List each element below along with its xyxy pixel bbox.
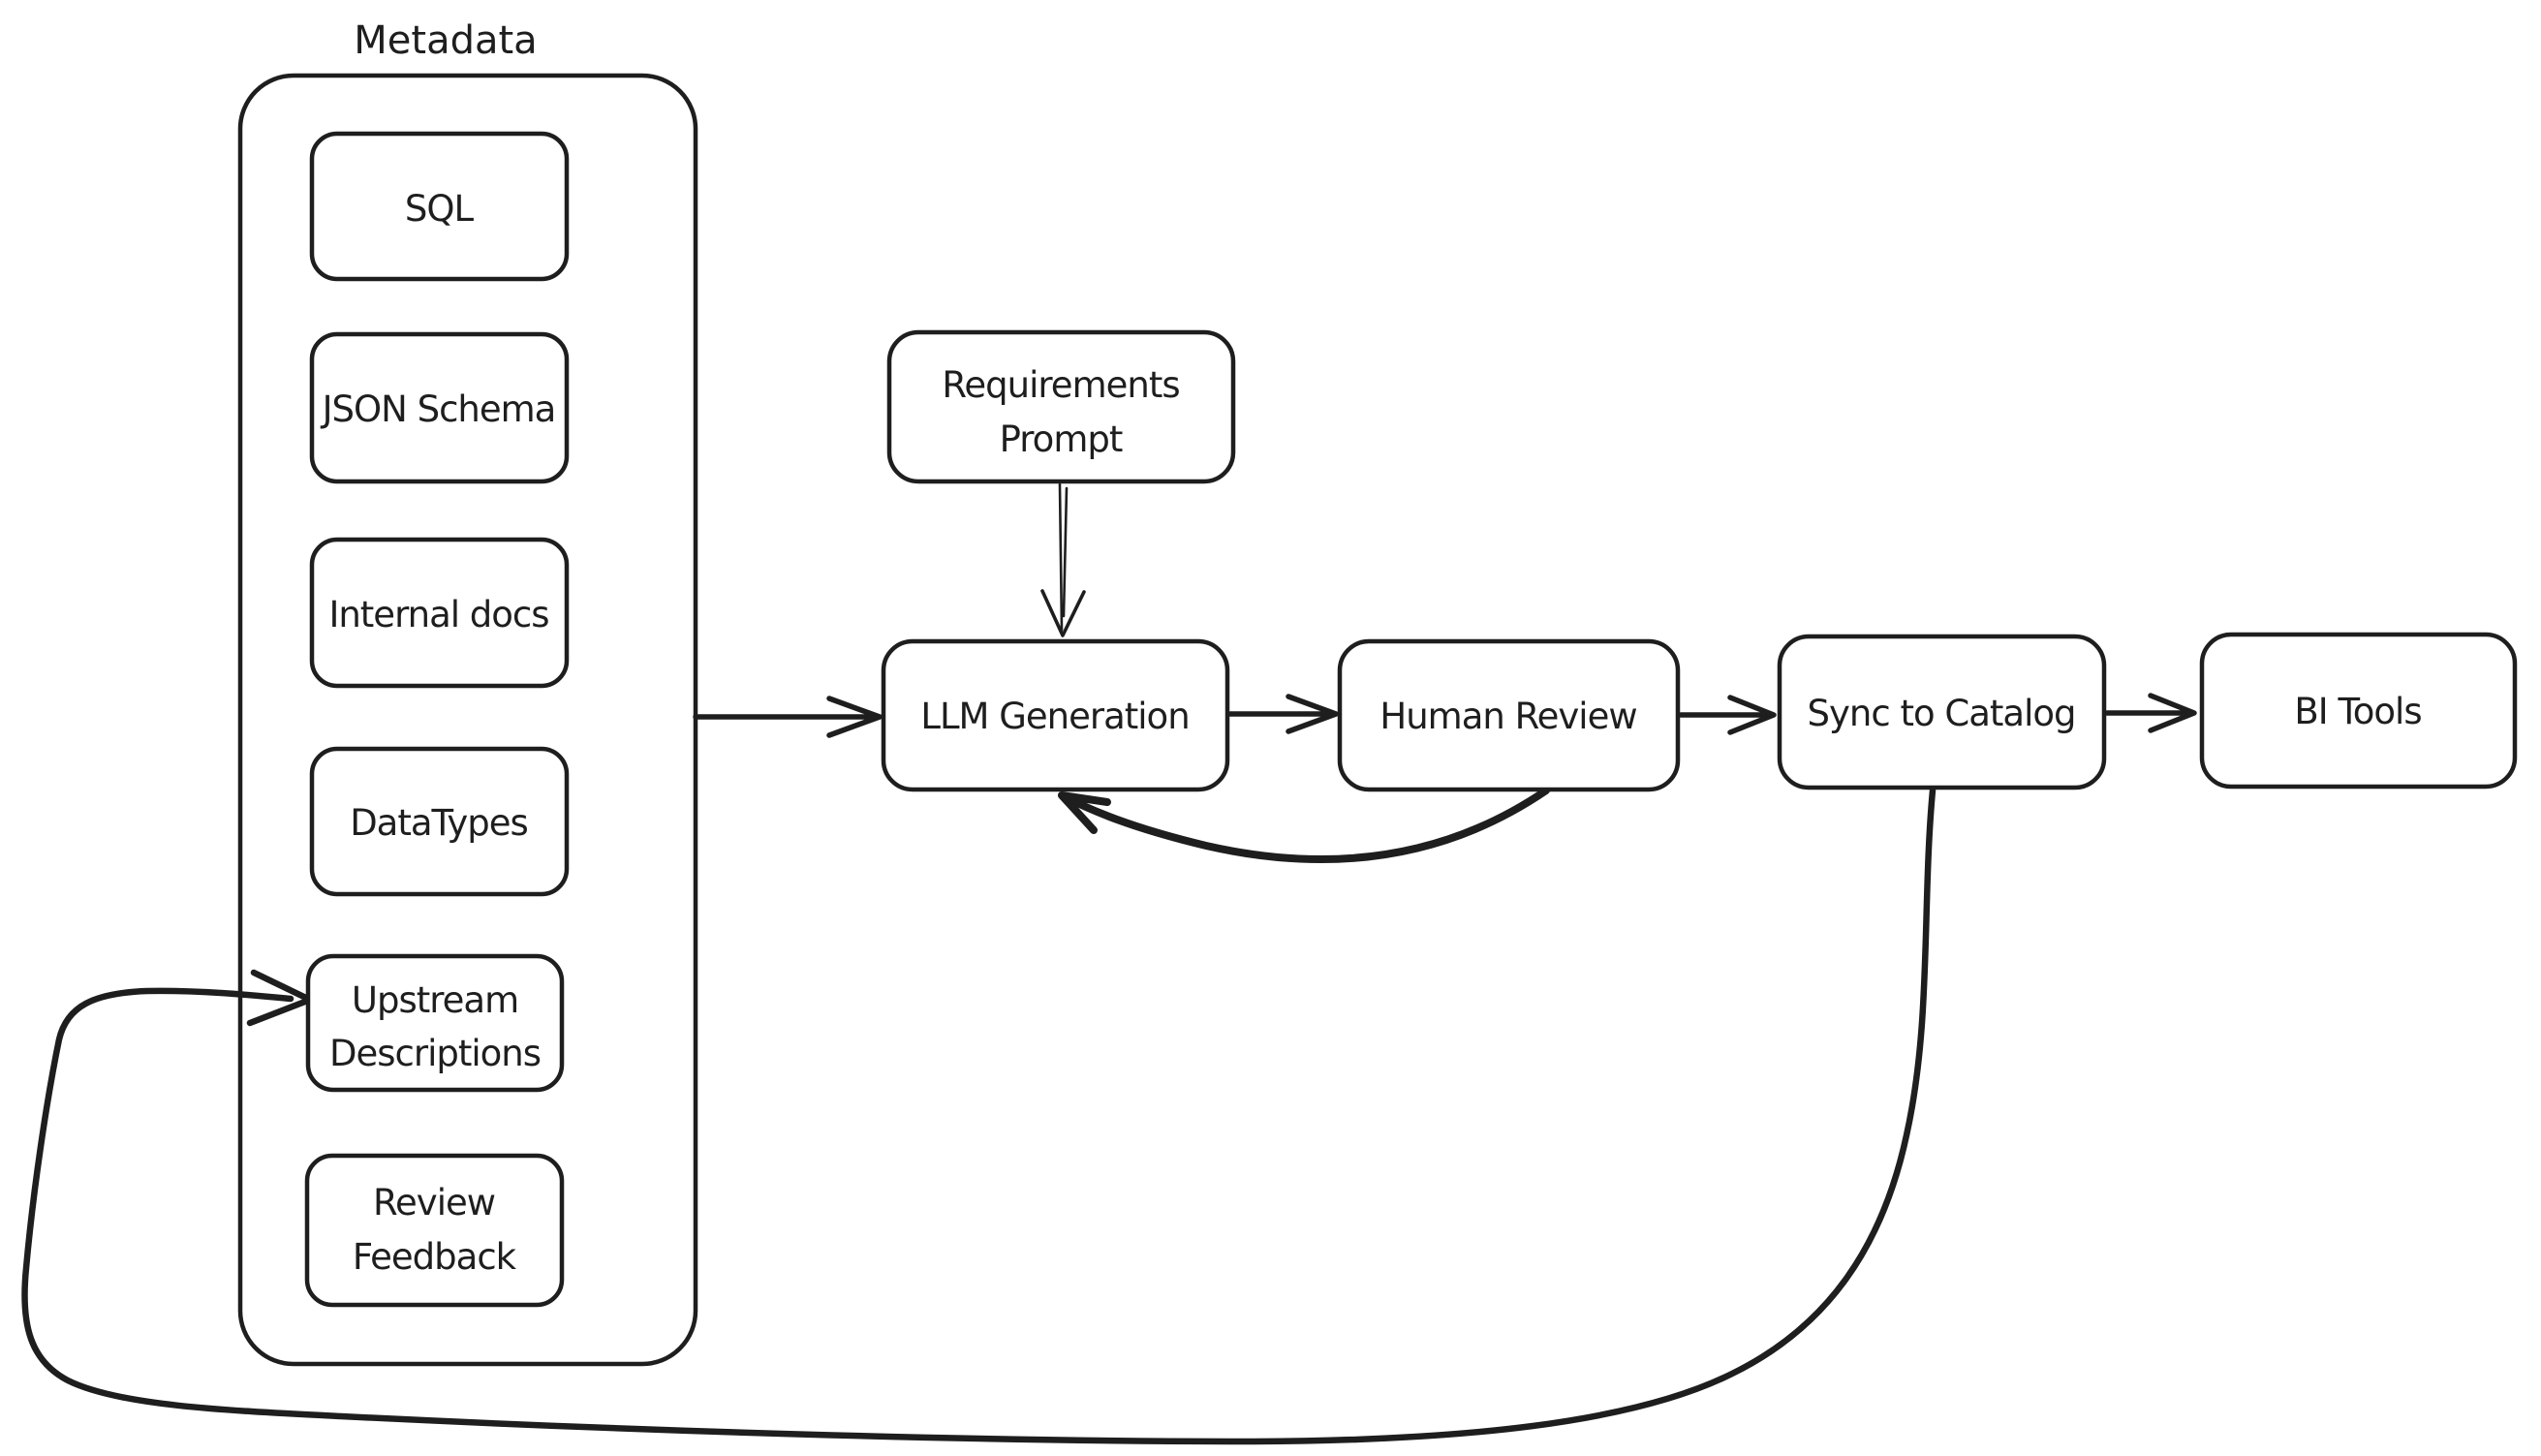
node-internal-docs <box>309 537 570 689</box>
node-llm-generation <box>881 638 1230 792</box>
node-sync-to-catalog <box>1777 634 2107 790</box>
node-requirements-prompt-label-line1: Requirements <box>942 364 1179 406</box>
node-human-review <box>1337 638 1681 792</box>
node-datatypes-label: DataTypes <box>350 802 528 844</box>
node-sync-to-catalog-label: Sync to Catalog <box>1808 693 2076 734</box>
edge-sync-to-catalog-to-bi-tools <box>2104 693 2197 733</box>
node-requirements-prompt <box>886 329 1236 484</box>
node-review-feedback-label-line1: Review <box>373 1182 495 1224</box>
edge-sync-to-catalog-to-upstream-descriptions-loop <box>21 787 1937 1445</box>
metadata-group-title: Metadata <box>354 18 537 63</box>
node-upstream-descriptions-label-line1: Upstream <box>352 979 518 1021</box>
node-sql <box>309 131 570 282</box>
edges-layer <box>21 482 2197 1445</box>
labels-layer: Metadata SQL JSON Schema Internal docs D… <box>321 18 2423 1278</box>
node-review-feedback <box>304 1153 565 1308</box>
node-json-schema <box>309 331 570 484</box>
edge-requirements-prompt-to-llm-generation <box>1058 482 1069 632</box>
node-upstream-descriptions <box>305 953 565 1093</box>
node-json-schema-label: JSON Schema <box>321 388 556 430</box>
edge-requirements-prompt-arrowhead <box>1040 589 1086 637</box>
node-datatypes <box>309 746 570 897</box>
node-review-feedback-label-line2: Feedback <box>353 1236 517 1278</box>
node-sql-label: SQL <box>405 188 475 230</box>
node-llm-generation-label: LLM Generation <box>920 696 1189 737</box>
node-internal-docs-label: Internal docs <box>328 594 548 635</box>
node-upstream-descriptions-label-line2: Descriptions <box>329 1033 541 1074</box>
metadata-container-box <box>237 73 698 1367</box>
node-bi-tools <box>2199 632 2518 790</box>
node-human-review-label: Human Review <box>1379 696 1636 737</box>
nodes-layer <box>237 73 2518 1367</box>
node-requirements-prompt-label-line2: Prompt <box>1000 418 1123 460</box>
edge-human-review-to-sync-to-catalog <box>1678 695 1777 735</box>
edge-llm-generation-to-human-review <box>1227 694 1339 734</box>
edge-human-review-to-llm-generation-feedback <box>1058 787 1550 863</box>
node-bi-tools-label: BI Tools <box>2294 691 2421 732</box>
edge-metadata-to-llm-generation <box>693 696 883 738</box>
